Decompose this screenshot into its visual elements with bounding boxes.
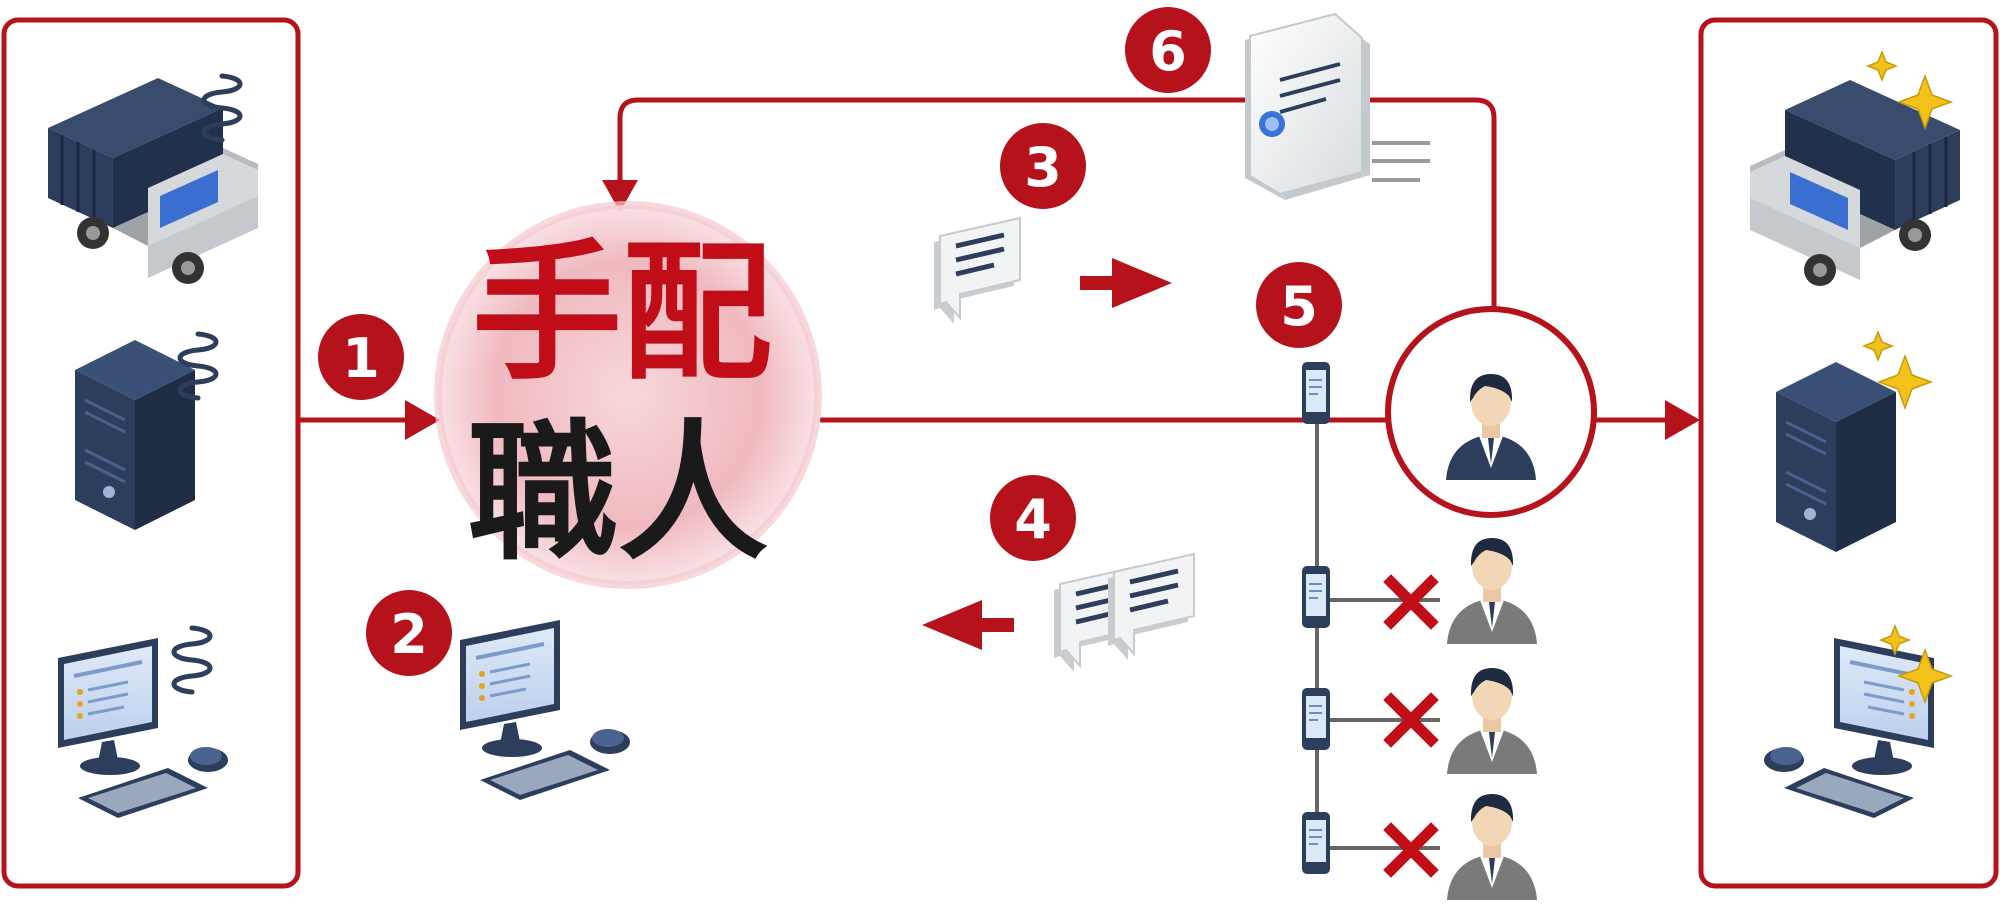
step-badge-4: 4 bbox=[990, 475, 1076, 561]
tablet-icon bbox=[1301, 361, 1331, 425]
result-group-frame bbox=[1698, 17, 1999, 889]
step-number: 6 bbox=[1149, 20, 1187, 83]
step-number: 4 bbox=[1014, 488, 1052, 551]
server-fixed-icon bbox=[1774, 360, 1898, 554]
step-number: 5 bbox=[1280, 275, 1318, 338]
candidate-person-icon bbox=[1447, 794, 1537, 900]
step-badge-3: 3 bbox=[1000, 123, 1086, 209]
brand-title-line2: 職人 bbox=[468, 405, 768, 581]
tablet-icon bbox=[1301, 565, 1331, 629]
step-badge-6: 6 bbox=[1125, 7, 1211, 93]
step-number: 3 bbox=[1024, 136, 1062, 199]
chat-bubbles-icon bbox=[1054, 554, 1194, 672]
step-badge-5: 5 bbox=[1256, 262, 1342, 348]
desktop-request-icon bbox=[458, 618, 632, 802]
spring-icon bbox=[174, 628, 210, 692]
sparkle-icon bbox=[1863, 331, 1893, 361]
arrow-down-icon bbox=[602, 180, 638, 212]
source-group-frame bbox=[1, 17, 301, 889]
candidate-person-icon bbox=[1447, 668, 1537, 774]
step-badge-2: 2 bbox=[366, 590, 452, 676]
certificate-document-icon bbox=[1245, 12, 1430, 200]
brand-ink-circle bbox=[438, 205, 818, 585]
desktop-broken-icon bbox=[56, 636, 230, 820]
desktop-fixed-icon bbox=[1762, 636, 1936, 820]
server-broken-icon bbox=[73, 338, 197, 532]
tablet-icon bbox=[1301, 811, 1331, 875]
sparkle-icon bbox=[1867, 51, 1897, 81]
arrow-right-icon bbox=[405, 400, 440, 440]
feedback-loop-line bbox=[617, 97, 1497, 308]
brand-title-line1: 手配 bbox=[472, 225, 772, 401]
step3-arrow bbox=[1080, 258, 1172, 308]
brand-logo: 手配 職人 bbox=[434, 201, 822, 589]
step-number: 2 bbox=[390, 603, 428, 666]
selected-technician bbox=[1385, 306, 1597, 518]
step-badge-1: 1 bbox=[318, 314, 404, 400]
chat-bubble-icon bbox=[934, 218, 1020, 324]
arrow-right-icon bbox=[1665, 400, 1700, 440]
candidate-person-icon bbox=[1447, 538, 1537, 644]
step4-arrow bbox=[922, 600, 1014, 650]
tablet-icon bbox=[1301, 687, 1331, 751]
step-number: 1 bbox=[342, 327, 380, 390]
